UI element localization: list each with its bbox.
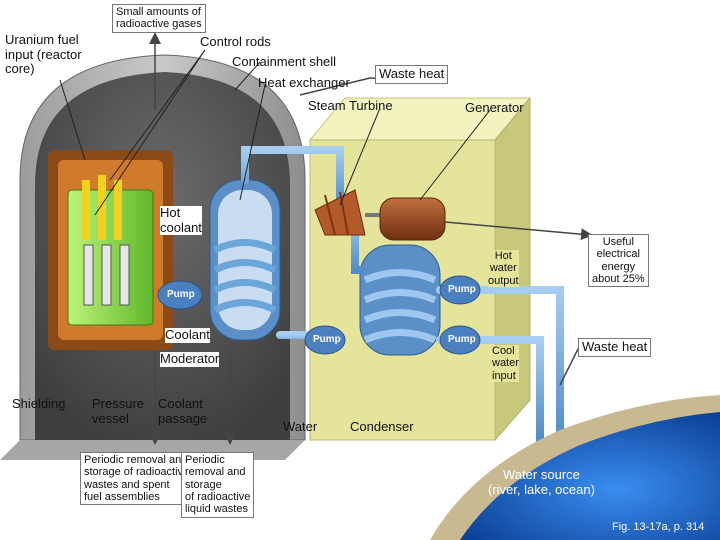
heat-exchanger: [209, 179, 281, 341]
pump-icon: [439, 275, 481, 305]
label-small-gases: Small amounts of radioactive gases: [112, 4, 206, 33]
label-hot-water-output: Hot water output: [488, 250, 519, 287]
control-rod: [98, 175, 106, 240]
pump-icon: [304, 325, 346, 355]
label-pressure-vessel: Pressure vessel: [92, 396, 145, 426]
label-steam-turbine: Steam Turbine: [308, 98, 393, 113]
label-periodic-liquid: Periodic removal and storage of radioact…: [181, 452, 255, 518]
fuel-assembly: [101, 244, 112, 306]
fuel-assembly: [83, 244, 94, 306]
label-water-source: Water source (river, lake, ocean): [488, 467, 595, 497]
label-uranium-fuel: Uranium fuel input (reactor core): [5, 32, 82, 77]
generator: [379, 197, 446, 241]
label-pump: Pump: [448, 334, 476, 345]
water-source: [430, 395, 720, 540]
condenser: [359, 244, 441, 356]
label-useful-energy: Useful electrical energy about 25%: [588, 234, 649, 288]
label-containment-shell: Containment shell: [232, 54, 337, 69]
label-heat-exchanger: Heat exchanger: [258, 75, 350, 90]
pumps: [157, 275, 481, 355]
control-rod: [114, 180, 122, 240]
label-coolant-passage: Coolant passage: [158, 396, 208, 426]
leader-lines: [59, 49, 491, 216]
caption: Fig. 13-17a, p. 314: [612, 521, 705, 533]
label-water: Water: [283, 419, 318, 434]
label-waste-heat-right: Waste heat: [578, 338, 652, 357]
label-cool-water-input: Cool water input: [492, 345, 519, 382]
label-pump: Pump: [167, 289, 195, 300]
label-waste-heat-top: Waste heat: [375, 65, 449, 84]
label-moderator: Moderator: [160, 351, 220, 367]
label-condenser: Condenser: [350, 419, 414, 434]
label-coolant: Coolant: [165, 327, 210, 343]
label-hot-coolant: Hot coolant: [160, 205, 202, 236]
label-periodic-solid: Periodic removal and storage of radioact…: [80, 452, 194, 506]
pump-icon: [439, 325, 481, 355]
label-shielding: Shielding: [12, 396, 66, 411]
label-pump: Pump: [448, 284, 476, 295]
steam-turbine: [314, 189, 366, 236]
label-control-rods: Control rods: [200, 34, 271, 49]
control-rod: [82, 180, 90, 240]
fuel-assembly: [119, 244, 130, 306]
label-generator: Generator: [465, 100, 524, 115]
label-pump: Pump: [313, 334, 341, 345]
reactor-core: [67, 175, 154, 326]
pump-icon: [157, 280, 203, 310]
